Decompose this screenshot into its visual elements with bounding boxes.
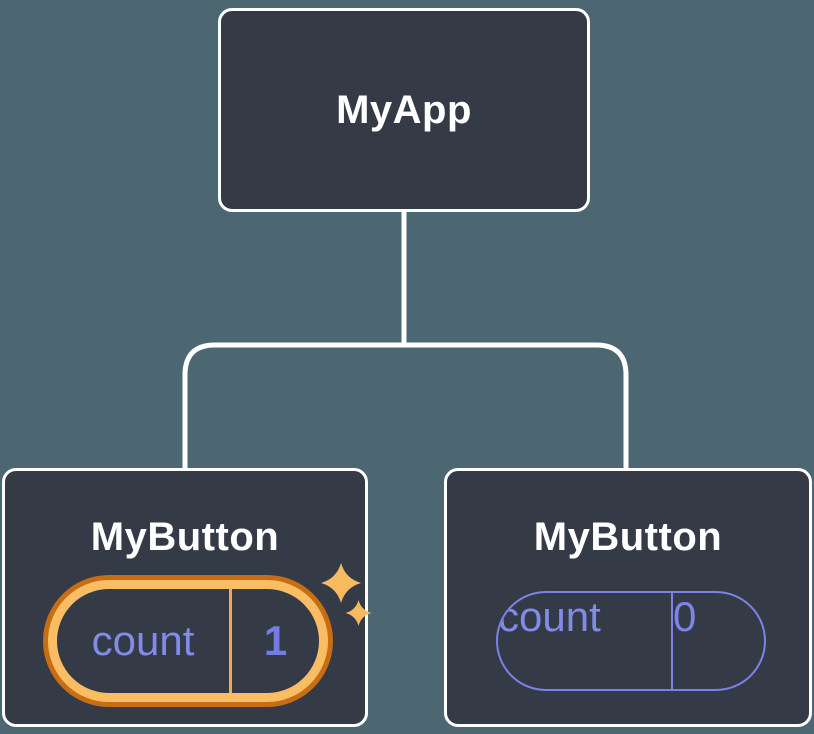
state-pill-divider [671, 593, 673, 689]
state-pill-divider [229, 589, 232, 693]
state-key-label: count [498, 593, 601, 640]
state-value: 1 [263, 617, 288, 664]
state-pill-highlighted: count 1 [43, 575, 333, 707]
node-mybutton-left-label: MyButton [90, 515, 280, 559]
node-mybutton-left: MyButton count 1 [2, 468, 372, 727]
state-key-label: count [91, 617, 195, 664]
state-pill-highlight-ring: count 1 [48, 580, 328, 702]
node-myapp-label: MyApp [336, 87, 472, 132]
state-value: 0 [673, 593, 697, 640]
state-pill-plain: count 0 [496, 591, 766, 691]
node-myapp: MyApp [218, 8, 590, 212]
node-mybutton-right-label: MyButton [533, 515, 723, 559]
state-pill-body: count 1 [57, 589, 319, 693]
node-mybutton-right: MyButton count 0 [444, 468, 812, 727]
